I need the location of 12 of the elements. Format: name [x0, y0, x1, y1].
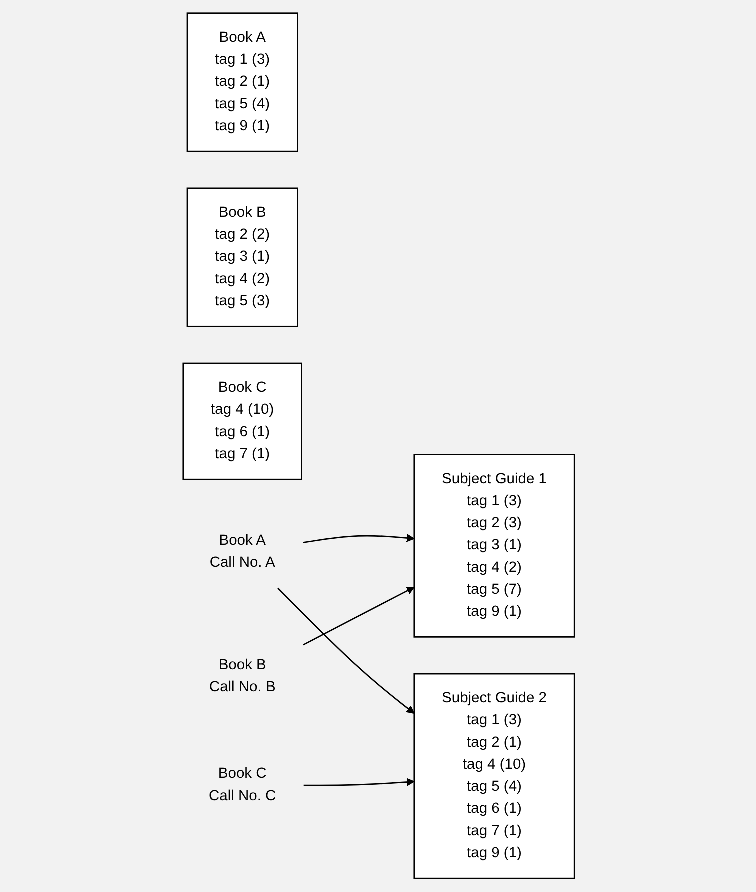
- node-text: Book C Call No. C: [209, 766, 276, 804]
- arrow: [278, 588, 415, 714]
- node-box: Book C tag 4 (10) tag 6 (1) tag 7 (1): [182, 362, 302, 480]
- node-box: Book B tag 2 (2) tag 3 (1) tag 4 (2) tag 5 (3): [186, 188, 298, 328]
- node-box: Subject Guide 2 tag 1 (3) tag 2 (1) tag 4 (10) tag 5 (4) tag 6 (1) tag 7 (1) tag 9 (1): [414, 673, 576, 880]
- node-box: Book A tag 1 (3) tag 2 (1) tag 5 (4) tag 9 (1): [186, 12, 298, 152]
- node-text: Book A Call No. A: [210, 533, 276, 571]
- node-box: Subject Guide 1 tag 1 (3) tag 2 (3) tag 3 (1) tag 4 (2) tag 5 (7) tag 9 (1): [414, 454, 576, 638]
- arrow: [303, 587, 415, 646]
- arrow: [304, 778, 415, 786]
- arrow: [302, 534, 415, 544]
- node-text: Book B Call No. B: [209, 657, 276, 696]
